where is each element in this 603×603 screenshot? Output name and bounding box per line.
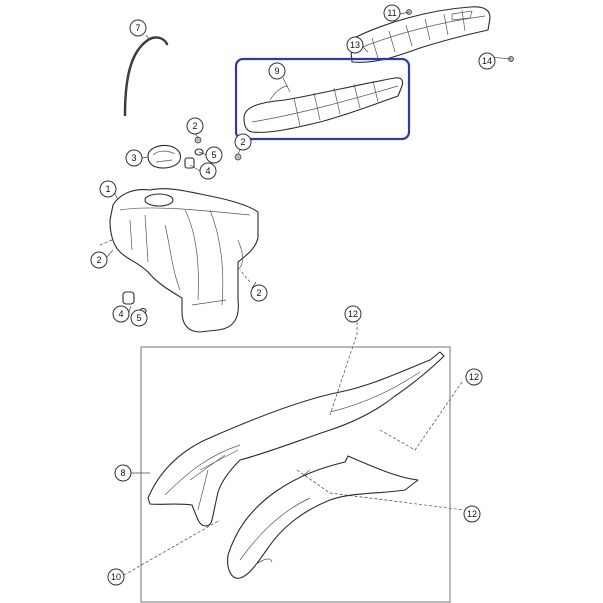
svg-text:13: 13 (350, 40, 360, 50)
svg-text:3: 3 (131, 153, 136, 163)
callout-7: 7 (129, 19, 147, 37)
callout-2-right: 2 (250, 284, 268, 302)
highlight-box (234, 57, 411, 141)
fuel-hose-part[interactable] (123, 36, 169, 117)
svg-text:14: 14 (482, 56, 492, 66)
callout-4-lower: 4 (112, 305, 130, 323)
svg-text:11: 11 (387, 8, 396, 18)
svg-text:5: 5 (136, 313, 141, 323)
seat-assembly-part[interactable] (349, 6, 491, 63)
callout-2-upper-left: 2 (186, 117, 204, 135)
dashed-leader-lines (99, 239, 465, 576)
nut-part[interactable] (122, 291, 135, 305)
callout-5-lower: 5 (130, 309, 148, 327)
callout-10: 10 (107, 568, 125, 586)
radiator-shroud-part[interactable] (147, 351, 445, 527)
callout-13: 13 (346, 36, 364, 54)
seat-cover-part[interactable] (243, 77, 404, 133)
callout-8: 8 (114, 464, 132, 482)
svg-text:2: 2 (96, 255, 101, 265)
callout-2-upper-right: 2 (234, 133, 252, 151)
callout-5-upper: 5 (205, 146, 223, 164)
callout-14: 14 (478, 52, 496, 70)
callout-12-bottom: 12 (463, 505, 481, 523)
svg-text:8: 8 (120, 468, 125, 478)
svg-text:2: 2 (192, 121, 197, 131)
svg-text:2: 2 (256, 288, 261, 298)
fuel-tank-part[interactable] (109, 188, 259, 333)
svg-text:2: 2 (240, 137, 245, 147)
svg-text:4: 4 (205, 166, 210, 176)
screw-part[interactable] (194, 9, 514, 161)
callout-12-right: 12 (465, 368, 483, 386)
svg-text:1: 1 (105, 184, 110, 194)
side-panel-part[interactable] (227, 455, 419, 579)
callout-3: 3 (125, 149, 143, 167)
callout-9: 9 (268, 62, 286, 80)
svg-text:7: 7 (135, 23, 140, 33)
svg-text:12: 12 (467, 509, 477, 519)
svg-text:9: 9 (274, 66, 279, 76)
fuel-cap-part[interactable] (147, 144, 182, 169)
svg-text:4: 4 (118, 309, 123, 319)
callout-4-upper: 4 (199, 162, 217, 180)
svg-text:5: 5 (211, 150, 216, 160)
svg-text:10: 10 (111, 572, 121, 582)
side-panel-group-frame (140, 346, 451, 603)
svg-text:12: 12 (469, 372, 479, 382)
callout-2-left: 2 (90, 251, 108, 269)
svg-text:12: 12 (348, 309, 358, 319)
callout-1: 1 (99, 180, 117, 198)
callout-11: 11 (383, 4, 401, 22)
callout-12-top: 12 (344, 305, 362, 323)
